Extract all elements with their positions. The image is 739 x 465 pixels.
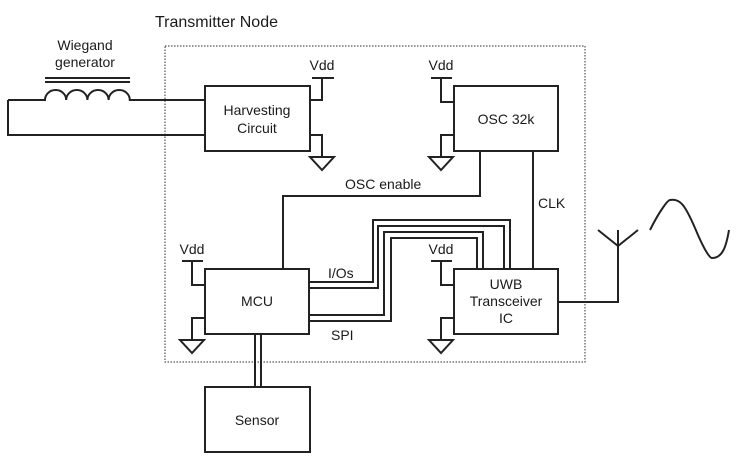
- antenna-feed-wire: [558, 246, 619, 303]
- antenna-icon: [597, 229, 639, 247]
- clk-label: CLK: [538, 195, 566, 211]
- ios-bus: [309, 219, 511, 289]
- vdd-label: Vdd: [310, 57, 335, 73]
- uwb-transceiver-block: UWB Transceiver IC: [453, 268, 559, 335]
- harvesting-circuit-block: Harvesting Circuit: [204, 85, 311, 152]
- wiegand-label-line1: Wiegand: [57, 37, 112, 53]
- osc-vdd: Vdd: [429, 57, 454, 103]
- sensor-link: [254, 334, 262, 387]
- osc-enable-wire: [282, 151, 481, 269]
- vdd-label: Vdd: [429, 241, 454, 257]
- vdd-label: Vdd: [180, 241, 205, 257]
- osc-label: OSC 32k: [478, 111, 536, 127]
- transmitter-node-title: Transmitter Node: [155, 14, 278, 31]
- spi-label: SPI: [331, 327, 354, 343]
- wiegand-return-wire: [7, 100, 206, 136]
- uwb-label-line1: UWB: [490, 276, 523, 292]
- osc-enable-label: OSC enable: [345, 176, 421, 192]
- harvesting-label-line2: Circuit: [237, 120, 277, 136]
- sine-wave-icon: [649, 198, 730, 260]
- wiegand-generator: Wiegand generator: [7, 37, 206, 136]
- osc-32k-block: OSC 32k: [453, 85, 559, 152]
- uwb-vdd: Vdd: [429, 241, 454, 286]
- mcu-ground-icon: [177, 317, 207, 355]
- harvesting-vdd: Vdd: [310, 57, 335, 101]
- ios-label: I/Os: [328, 265, 354, 281]
- spi-bus: [309, 231, 484, 322]
- sensor-block: Sensor: [204, 386, 311, 453]
- sensor-label: Sensor: [235, 412, 280, 428]
- uwb-label-line2: Transceiver: [470, 293, 543, 309]
- uwb-ground-icon: [426, 317, 456, 355]
- uwb-label-line3: IC: [499, 310, 513, 326]
- inductor-coil-icon: [8, 89, 206, 101]
- harvesting-ground-icon: [307, 134, 337, 172]
- mcu-label: MCU: [241, 293, 273, 309]
- vdd-label: Vdd: [429, 57, 454, 73]
- transmitter-node-boundary: [164, 45, 586, 363]
- mcu-vdd: Vdd: [180, 241, 205, 286]
- harvesting-label-line1: Harvesting: [224, 102, 291, 118]
- mcu-block: MCU: [204, 268, 310, 335]
- wiegand-label-line2: generator: [55, 54, 115, 70]
- osc-ground-icon: [426, 134, 456, 172]
